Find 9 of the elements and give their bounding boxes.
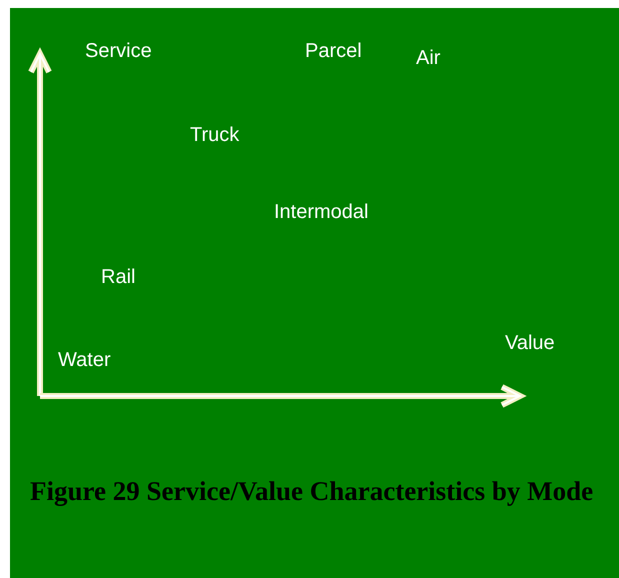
mode-label: Truck	[190, 123, 240, 147]
mode-label: Air	[416, 46, 440, 70]
figure-caption: Figure 29 Service/Value Characteristics by Mode	[30, 475, 594, 508]
mode-label: Water	[58, 348, 111, 372]
mode-label: Value	[505, 331, 555, 355]
mode-label: Service	[85, 39, 152, 63]
mode-label: Rail	[101, 265, 136, 289]
mode-label: Intermodal	[274, 200, 368, 224]
mode-label: Parcel	[305, 39, 362, 63]
